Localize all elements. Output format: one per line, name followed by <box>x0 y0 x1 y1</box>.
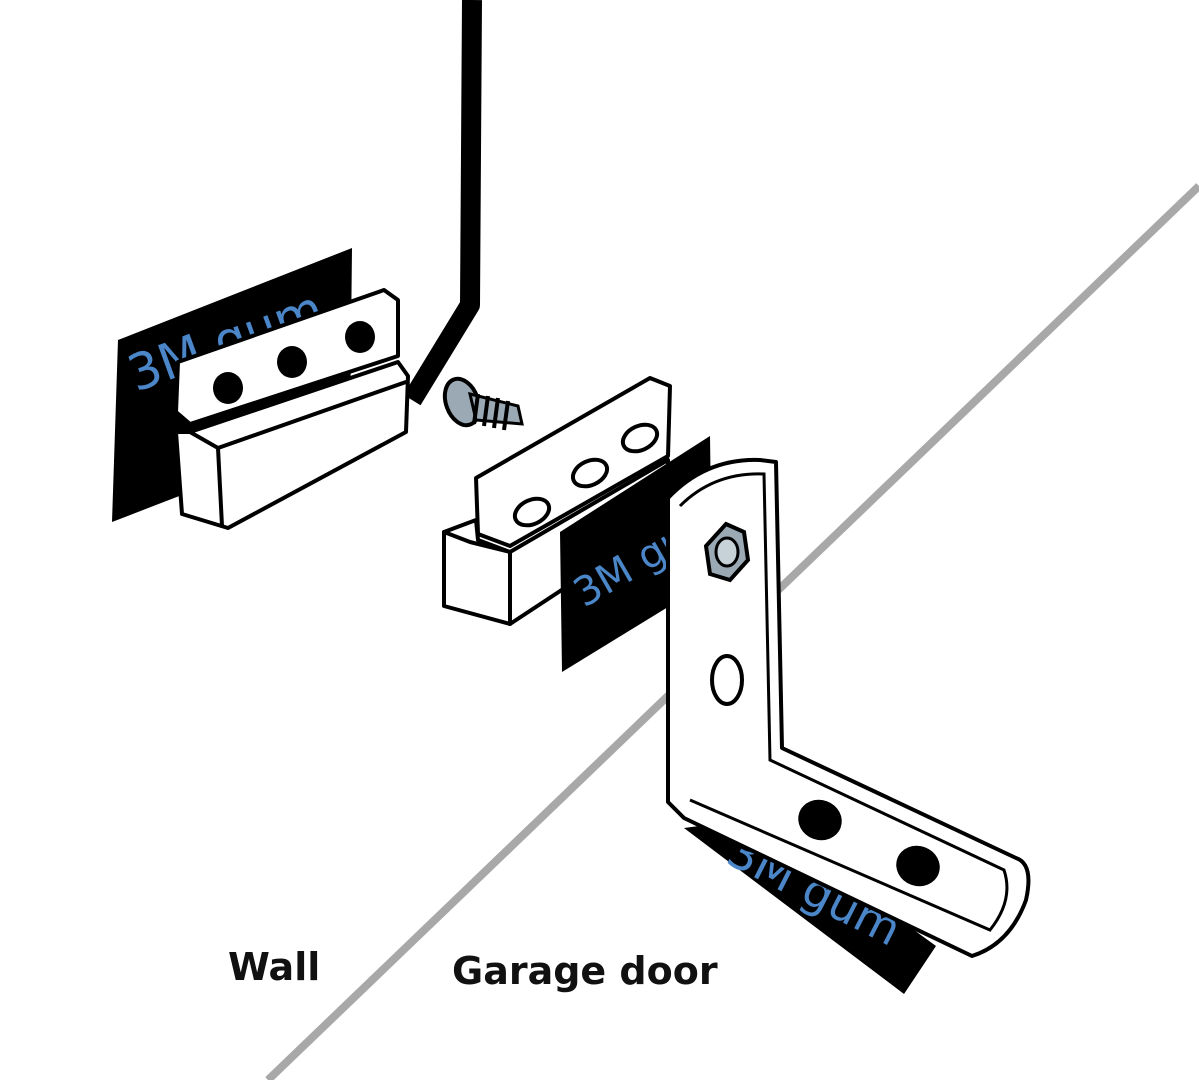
garage-door-label: Garage door <box>452 949 718 993</box>
wall-label: Wall <box>228 945 320 989</box>
tape-lower-right <box>684 818 936 994</box>
wall-sensor-block: 3M gum <box>112 248 410 530</box>
wire-icon <box>403 0 482 406</box>
l-bracket <box>666 457 1031 958</box>
screw-icon <box>442 376 524 431</box>
hex-nut-icon <box>703 521 751 583</box>
